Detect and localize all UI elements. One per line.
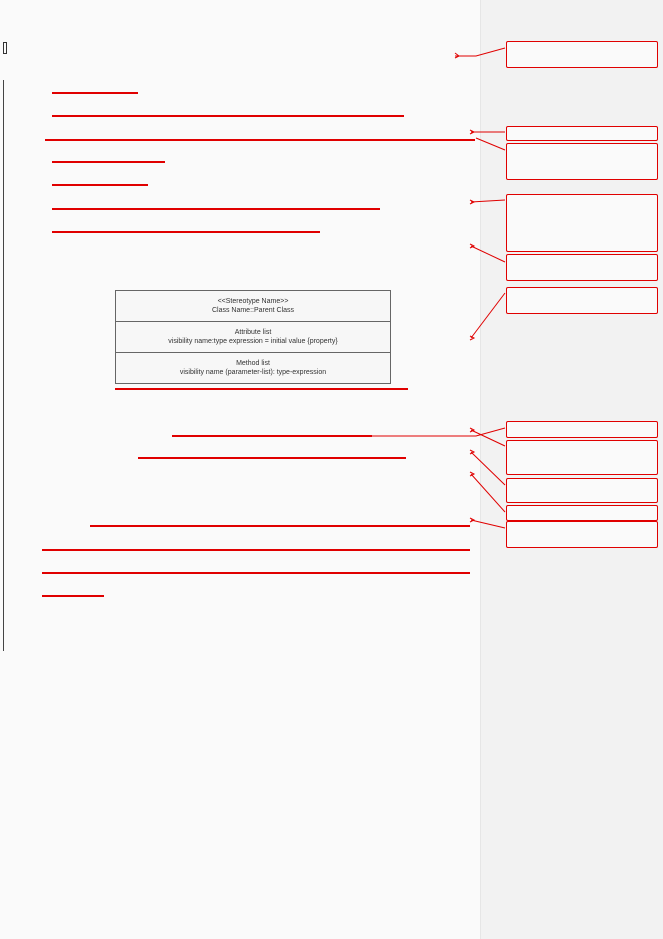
text-cursor-marker [3,42,7,54]
change-bar [3,80,4,651]
uml-stereotype: <<Stereotype Name>> [217,298,289,305]
revision-line [52,184,148,186]
revision-balloon[interactable] [506,41,658,68]
revision-line [42,549,470,551]
revision-line [42,572,470,574]
document-page: <<Stereotype Name>> Class Name::Parent C… [3,42,475,651]
revision-balloon[interactable] [506,421,658,438]
revision-line [115,388,408,390]
revision-line [52,161,165,163]
revision-balloon[interactable] [506,143,658,180]
revision-balloon[interactable] [506,126,658,141]
revision-line [138,457,406,459]
uml-attribute-line: visibility name:type expression = initia… [168,338,338,345]
revision-line [42,595,104,597]
revision-line [45,139,475,141]
revision-balloon[interactable] [506,505,658,521]
comment-margin [480,0,663,939]
uml-attribute-section: Attribute list visibility name:type expr… [116,322,390,353]
uml-name-section: <<Stereotype Name>> Class Name::Parent C… [116,291,390,322]
revision-line [52,208,380,210]
uml-method-title: Method list [236,360,270,367]
revision-balloon[interactable] [506,521,658,548]
revision-balloon[interactable] [506,287,658,314]
uml-class-name: Class Name::Parent Class [211,307,295,314]
revision-line [172,435,372,437]
uml-method-section: Method list visibility name (parameter-l… [116,353,390,383]
revision-balloon[interactable] [506,478,658,503]
uml-class-diagram: <<Stereotype Name>> Class Name::Parent C… [115,290,391,384]
uml-method-line: visibility name (parameter-list): type-e… [179,369,327,376]
revision-line [52,231,320,233]
revision-line [90,525,470,527]
revision-balloon[interactable] [506,254,658,281]
revision-balloon[interactable] [506,194,658,252]
revision-line [52,115,404,117]
revision-balloon[interactable] [506,440,658,475]
revision-line [52,92,138,94]
uml-attribute-title: Attribute list [234,329,272,336]
